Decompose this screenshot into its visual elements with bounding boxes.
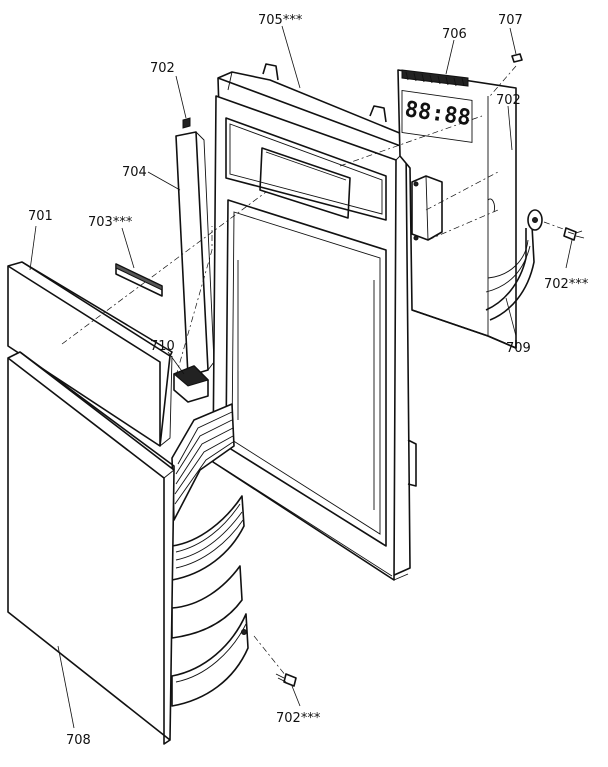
clip-702-top xyxy=(182,117,191,129)
callout-707: 707 xyxy=(498,13,523,28)
leader-lines xyxy=(29,25,573,729)
block-710 xyxy=(173,365,209,403)
callout-labels: 702 704 701 703*** 705*** 706 707 702 70… xyxy=(28,13,589,748)
screw-702-right xyxy=(563,227,585,241)
alignment-lines xyxy=(61,65,567,677)
screw-707 xyxy=(511,53,523,63)
wire-harness-709 xyxy=(485,209,543,321)
callout-702-top-right: 702 xyxy=(496,93,521,108)
callout-704: 704 xyxy=(122,165,147,180)
control-board-706: 88:88 xyxy=(397,69,517,349)
callout-710: 710 xyxy=(150,339,175,354)
front-panel-708 xyxy=(7,351,175,745)
strip-704 xyxy=(175,131,215,377)
callout-706: 706 xyxy=(442,27,467,42)
callout-703: 703*** xyxy=(88,215,133,230)
panel-701 xyxy=(7,261,173,447)
screw-702-bottom xyxy=(275,673,297,687)
callout-708: 708 xyxy=(66,733,91,748)
callout-701: 701 xyxy=(28,209,53,224)
callout-702-right-screw: 702*** xyxy=(544,277,589,292)
door-frame-705 xyxy=(212,63,417,581)
pad-703 xyxy=(115,263,163,297)
callout-709: 709 xyxy=(506,341,531,356)
callout-705: 705*** xyxy=(258,13,303,28)
callout-702-bottom-screw: 702*** xyxy=(276,711,321,726)
callout-702-top-left: 702 xyxy=(150,61,175,76)
ribbon-cable xyxy=(171,403,249,707)
